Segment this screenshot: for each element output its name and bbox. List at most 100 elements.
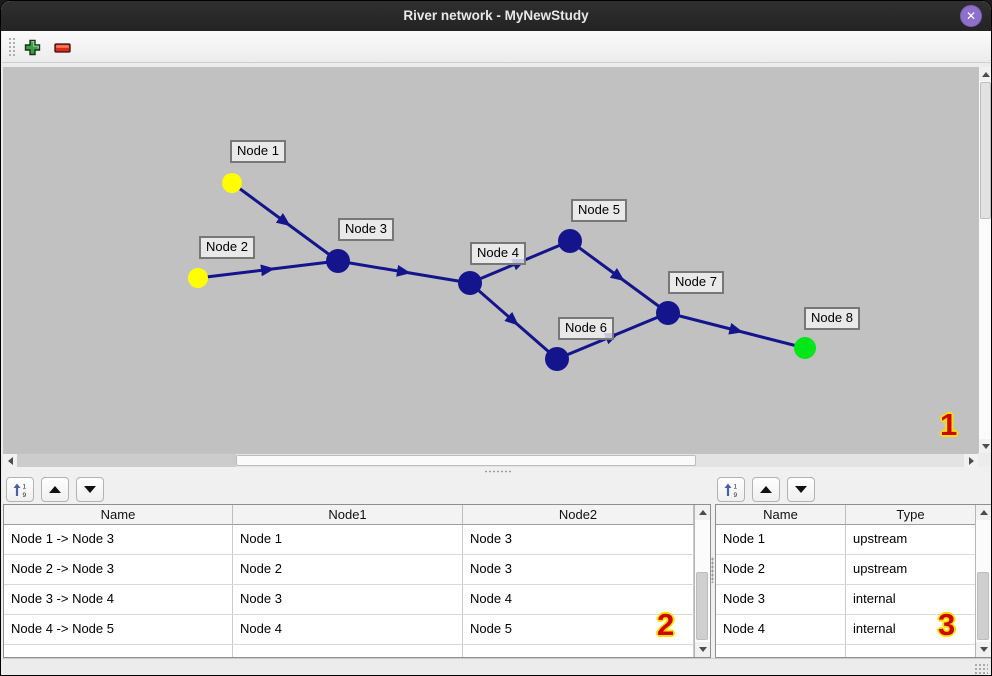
network-svg[interactable] bbox=[3, 67, 978, 453]
links-move-up-button[interactable] bbox=[41, 477, 69, 502]
table-cell bbox=[233, 645, 463, 657]
node-label: Node 6 bbox=[558, 317, 614, 340]
down-arrow-icon bbox=[84, 486, 96, 493]
up-arrow-icon bbox=[981, 71, 990, 77]
remove-node-button[interactable] bbox=[52, 38, 72, 57]
annotation-mark-1: 1 bbox=[940, 407, 958, 442]
links-table-scrollbar[interactable] bbox=[694, 505, 710, 657]
status-bar bbox=[2, 658, 991, 675]
nodes-sort-button[interactable]: 1 9 bbox=[717, 477, 745, 502]
column-header[interactable]: Type bbox=[846, 505, 976, 525]
links-sort-button[interactable]: 1 9 bbox=[6, 477, 34, 502]
vertical-splitter[interactable] bbox=[711, 475, 715, 658]
links-scroll-thumb[interactable] bbox=[696, 572, 708, 640]
down-arrow-icon bbox=[979, 647, 988, 652]
svg-text:1: 1 bbox=[734, 483, 738, 490]
svg-text:1: 1 bbox=[23, 483, 27, 490]
links-move-down-button[interactable] bbox=[76, 477, 104, 502]
column-header[interactable]: Name bbox=[716, 505, 846, 525]
column-header[interactable]: Name bbox=[4, 505, 233, 525]
nodes-scroll-thumb[interactable] bbox=[977, 572, 989, 640]
canvas-hscroll-groove[interactable] bbox=[17, 454, 236, 468]
river-link[interactable] bbox=[667, 311, 806, 350]
annotation-mark-2: 2 bbox=[657, 607, 675, 642]
table-cell: Node 5 bbox=[463, 615, 694, 644]
table-cell: Node 2 bbox=[716, 555, 846, 584]
add-node-button[interactable] bbox=[22, 38, 42, 57]
right-arrow-icon bbox=[968, 456, 974, 465]
nodes-table-toolbar: 1 9 bbox=[717, 477, 815, 502]
scroll-down-button[interactable] bbox=[695, 642, 710, 657]
scroll-up-button[interactable] bbox=[976, 505, 991, 520]
close-button[interactable]: ✕ bbox=[960, 5, 982, 27]
up-arrow-icon bbox=[49, 486, 61, 493]
scroll-up-button[interactable] bbox=[979, 67, 991, 81]
column-header[interactable]: Node1 bbox=[233, 505, 463, 525]
node-label: Node 3 bbox=[338, 218, 394, 241]
table-cell: Node 3 bbox=[716, 585, 846, 614]
svg-text:9: 9 bbox=[23, 492, 27, 498]
table-row[interactable] bbox=[4, 645, 710, 657]
table-cell: Node 4 bbox=[716, 615, 846, 644]
table-cell bbox=[846, 645, 976, 657]
canvas-vscroll-thumb[interactable] bbox=[980, 82, 991, 219]
canvas-hscroll-thumb[interactable] bbox=[236, 455, 696, 466]
table-cell: Node 4 bbox=[233, 615, 463, 644]
node-label: Node 7 bbox=[668, 271, 724, 294]
canvas-horizontal-scrollbar[interactable] bbox=[3, 453, 978, 468]
river-link[interactable] bbox=[231, 181, 339, 263]
titlebar[interactable]: River network - MyNewStudy ✕ bbox=[1, 1, 991, 31]
nodes-move-up-button[interactable] bbox=[752, 477, 780, 502]
annotation-mark-3: 3 bbox=[938, 607, 956, 642]
nodes-table-scrollbar[interactable] bbox=[975, 505, 991, 657]
horizontal-splitter[interactable] bbox=[2, 467, 991, 475]
node-label: Node 8 bbox=[804, 307, 860, 330]
scroll-right-button[interactable] bbox=[964, 454, 978, 467]
scroll-left-button[interactable] bbox=[3, 454, 17, 467]
sort-ascending-icon: 1 9 bbox=[13, 483, 27, 498]
scroll-down-button[interactable] bbox=[979, 439, 991, 453]
resize-grip-icon[interactable] bbox=[974, 663, 988, 674]
river-link[interactable] bbox=[469, 281, 558, 361]
table-cell: Node 1 bbox=[716, 525, 846, 554]
table-cell: Node 3 bbox=[463, 525, 694, 554]
svg-text:9: 9 bbox=[734, 492, 738, 498]
left-arrow-icon bbox=[7, 456, 13, 465]
river-link[interactable] bbox=[569, 239, 669, 315]
table-cell bbox=[4, 645, 233, 657]
canvas-vertical-scrollbar[interactable] bbox=[978, 67, 991, 453]
table-cell: Node 4 -> Node 5 bbox=[4, 615, 233, 644]
table-row[interactable] bbox=[716, 645, 991, 657]
links-table-toolbar: 1 9 bbox=[6, 477, 104, 502]
nodes-move-down-button[interactable] bbox=[787, 477, 815, 502]
table-cell: Node 3 -> Node 4 bbox=[4, 585, 233, 614]
river-link[interactable] bbox=[337, 259, 471, 285]
table-cell: Node 2 bbox=[233, 555, 463, 584]
river-link[interactable] bbox=[197, 259, 339, 280]
table-cell bbox=[463, 645, 694, 657]
green-plus-icon bbox=[24, 39, 40, 56]
splitter-grip-icon bbox=[711, 557, 714, 583]
scroll-down-button[interactable] bbox=[976, 642, 991, 657]
down-arrow-icon bbox=[795, 486, 807, 493]
down-arrow-icon bbox=[981, 443, 990, 449]
toolbar-drag-handle[interactable] bbox=[8, 37, 17, 58]
column-header[interactable]: Node2 bbox=[463, 505, 694, 525]
scroll-up-button[interactable] bbox=[695, 505, 710, 520]
